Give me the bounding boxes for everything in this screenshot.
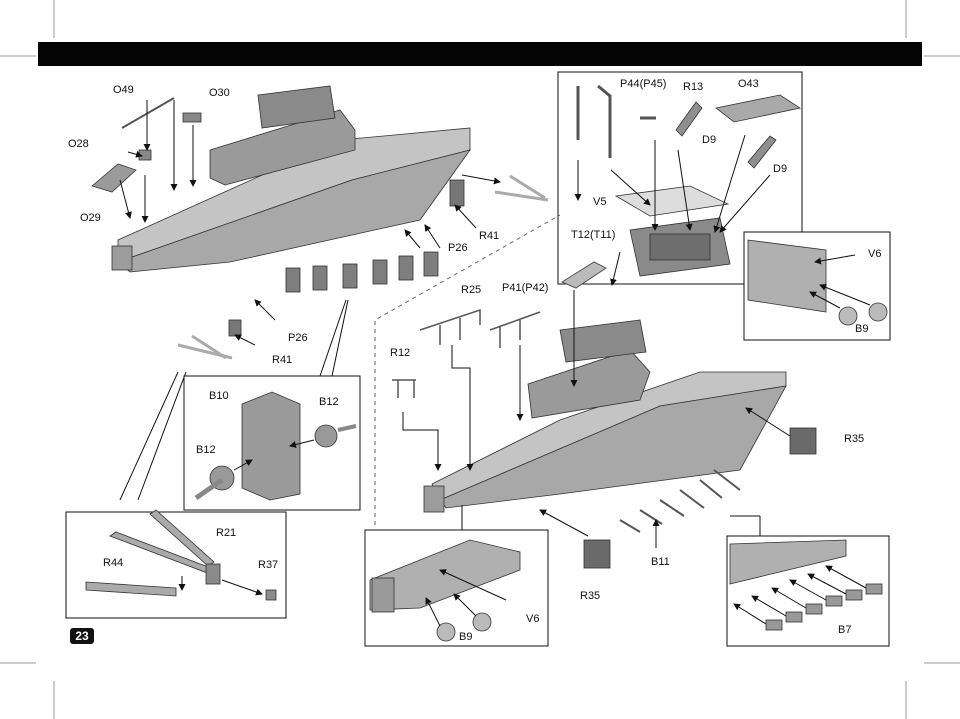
label-b11: B11 xyxy=(651,556,670,568)
railing-parts xyxy=(392,308,541,398)
label-r37: R37 xyxy=(258,559,279,571)
label-o29: O29 xyxy=(80,212,101,224)
label-b9-top: B9 xyxy=(855,323,869,335)
bridge-parts xyxy=(560,261,607,289)
label-v5: V5 xyxy=(593,196,607,208)
label-b9-low: B9 xyxy=(459,631,473,643)
label-d9-b: D9 xyxy=(773,163,788,175)
leader-lines-deck xyxy=(574,134,771,286)
hull-bottom-right xyxy=(423,319,817,569)
header-bar xyxy=(38,42,922,66)
label-o49: O49 xyxy=(113,84,134,96)
b10-parts xyxy=(194,391,357,501)
label-r12: R12 xyxy=(390,347,411,359)
hull-top-left xyxy=(111,85,471,337)
label-b7: B7 xyxy=(838,624,852,636)
label-o30: O30 xyxy=(209,87,230,99)
label-p26-low: P26 xyxy=(288,332,308,344)
label-r35-bottom: R35 xyxy=(580,590,601,602)
label-r44: R44 xyxy=(103,557,124,569)
label-r25: R25 xyxy=(461,284,482,296)
b7-parts xyxy=(729,539,883,631)
label-b10: B10 xyxy=(209,390,229,402)
page-number: 23 xyxy=(70,628,94,644)
leader-lines-top-left xyxy=(119,100,501,346)
label-r13: R13 xyxy=(683,81,704,93)
label-o28: O28 xyxy=(68,138,89,150)
leader-lines-bottom-right xyxy=(402,290,791,548)
label-b12-b: B12 xyxy=(196,444,216,456)
label-r35-right: R35 xyxy=(844,433,865,445)
label-p26-top: P26 xyxy=(448,242,468,254)
label-v6-low: V6 xyxy=(526,613,540,625)
label-p44: P44(P45) xyxy=(620,78,667,90)
deck-parts xyxy=(576,84,802,277)
label-b12-a: B12 xyxy=(319,396,339,408)
label-d9-a: D9 xyxy=(702,134,717,146)
label-p41: P41(P42) xyxy=(502,282,549,294)
label-v6-top: V6 xyxy=(868,248,882,260)
label-t12: T12(T11) xyxy=(571,229,616,241)
wheels-top xyxy=(747,239,888,326)
label-r21: R21 xyxy=(216,527,237,539)
label-o43: O43 xyxy=(738,78,759,90)
label-r41-top: R41 xyxy=(479,230,500,242)
r21-parts xyxy=(85,509,277,601)
label-r41-low: R41 xyxy=(272,354,293,366)
